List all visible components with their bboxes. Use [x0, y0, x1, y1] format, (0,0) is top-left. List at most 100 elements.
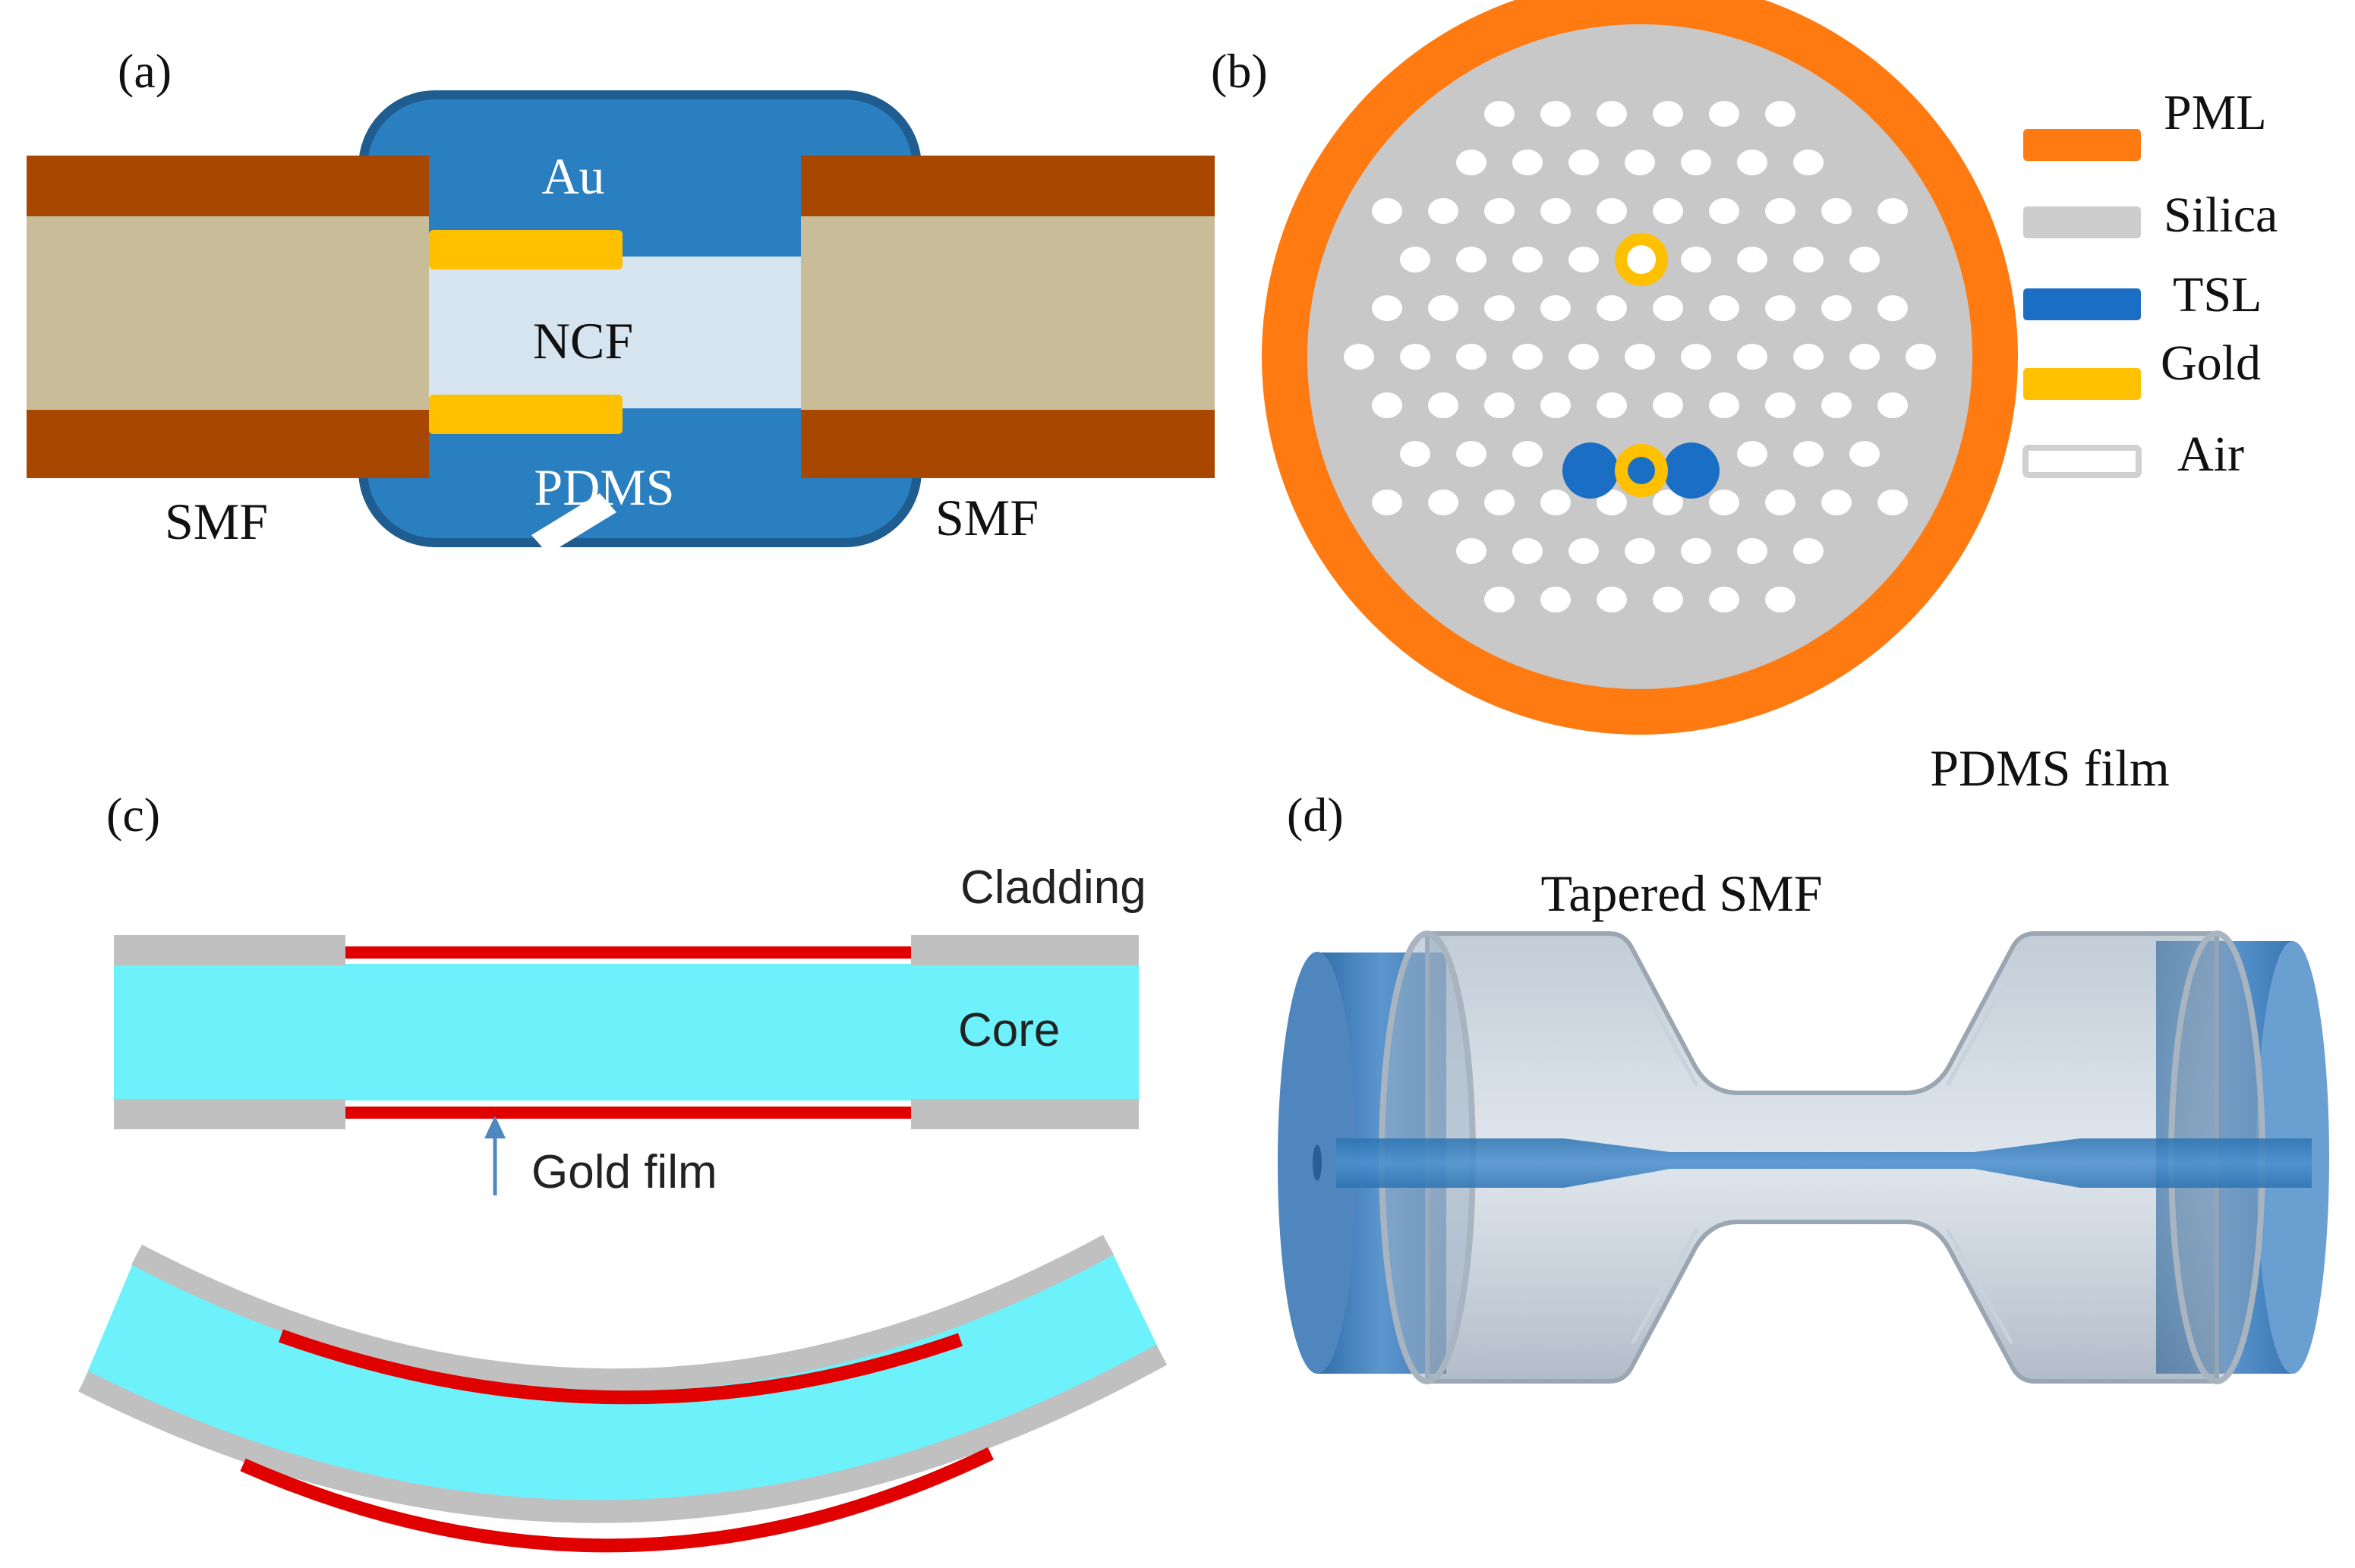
gold-film-top [345, 946, 911, 959]
air-hole [1737, 247, 1767, 272]
core-straight [114, 964, 1139, 1100]
air-hole [1709, 101, 1739, 127]
air-hole [1400, 344, 1430, 370]
air-hole [1456, 538, 1486, 564]
air-hole [1568, 538, 1599, 564]
legend: PML Silica TSL Gold Air [2022, 85, 2278, 482]
air-hole [1709, 392, 1739, 418]
air-hole [1737, 344, 1767, 370]
panel-b: (b) PML Silica TSL Gold Air [1211, 0, 2278, 735]
panel-d-label: (d) [1287, 788, 1344, 842]
air-hole [1765, 490, 1795, 515]
air-hole [1681, 538, 1711, 564]
air-hole [1653, 587, 1683, 612]
air-hole [1512, 247, 1543, 272]
smf-right [801, 156, 1215, 478]
air-hole [1456, 441, 1486, 467]
gold-layer-top [429, 230, 623, 269]
air-hole [1653, 295, 1683, 321]
gold-film-arrow [484, 1116, 506, 1195]
air-hole [1484, 198, 1515, 224]
air-hole [1877, 295, 1908, 321]
air-hole [1653, 198, 1683, 224]
air-hole [1400, 247, 1430, 272]
air-hole [1737, 441, 1767, 467]
air-hole [1344, 344, 1374, 370]
tapered-smf-label: Tapered SMF [1540, 864, 1822, 922]
air-hole [1709, 295, 1739, 321]
pdms-label: PDMS [534, 458, 674, 516]
bent-fiber [78, 1234, 1168, 1553]
air-hole [1765, 101, 1795, 127]
legend-label-silica: Silica [2164, 187, 2278, 243]
air-hole [1849, 247, 1880, 272]
gold-film-label: Gold film [531, 1146, 717, 1198]
air-hole [1849, 441, 1880, 467]
air-hole [1625, 538, 1655, 564]
legend-label-tsl: TSL [2173, 267, 2262, 323]
gold-film-bottom [345, 1107, 911, 1119]
air-hole [1456, 344, 1486, 370]
air-hole [1428, 198, 1458, 224]
air-hole [1821, 490, 1852, 515]
tsl-hole-right [1663, 442, 1720, 499]
air-hole [1512, 538, 1543, 564]
ncf-section [429, 257, 801, 408]
air-hole [1372, 198, 1402, 224]
au-label: Au [541, 147, 604, 205]
air-hole [1765, 392, 1795, 418]
legend-swatch-pml [2023, 129, 2141, 161]
air-hole [1681, 247, 1711, 272]
air-hole [1456, 247, 1486, 272]
air-hole [1540, 392, 1571, 418]
straight-fiber [114, 935, 1139, 1129]
air-hole [1821, 295, 1852, 321]
cladding-label: Cladding [960, 861, 1146, 914]
air-hole [1849, 344, 1880, 370]
air-hole [1625, 150, 1655, 175]
legend-label-air: Air [2177, 427, 2244, 482]
air-hole [1653, 101, 1683, 127]
air-hole [1877, 490, 1908, 515]
air-hole [1765, 295, 1795, 321]
air-hole [1793, 441, 1824, 467]
air-hole [1793, 344, 1824, 370]
smf-left-label: SMF [165, 493, 268, 550]
lower-core-structure [1562, 442, 1720, 499]
air-hole [1793, 247, 1824, 272]
air-hole [1681, 150, 1711, 175]
air-hole-array [1344, 101, 1936, 612]
air-hole [1568, 247, 1599, 272]
core-label: Core [958, 1004, 1060, 1056]
panel-b-label: (b) [1211, 44, 1268, 98]
air-hole [1653, 392, 1683, 418]
white-marker [531, 493, 616, 554]
air-hole [1765, 587, 1795, 612]
legend-label-gold: Gold [2161, 335, 2261, 391]
air-hole [1540, 198, 1571, 224]
core-bent [84, 1245, 1162, 1512]
air-hole [1512, 441, 1543, 467]
air-hole [1568, 344, 1599, 370]
legend-swatch-gold [2023, 368, 2141, 400]
air-hole [1456, 150, 1486, 175]
panel-a: (a) Au NCF PDMS SMF SMF [27, 44, 1215, 554]
legend-swatch-tsl [2023, 288, 2141, 320]
air-hole [1709, 198, 1739, 224]
panel-d: (d) PDMS film Tapered SMF [1278, 739, 2329, 1384]
air-hole [1512, 150, 1543, 175]
air-hole [1597, 392, 1627, 418]
air-hole [1372, 392, 1402, 418]
air-hole [1709, 587, 1739, 612]
air-hole [1597, 490, 1627, 515]
air-hole [1681, 344, 1711, 370]
air-hole [1484, 295, 1515, 321]
air-hole [1737, 538, 1767, 564]
air-hole [1597, 101, 1627, 127]
air-hole [1906, 344, 1936, 370]
tapered-fiber-core [1336, 1138, 2312, 1188]
air-hole [1372, 490, 1402, 515]
smf-left [27, 156, 429, 478]
air-hole [1428, 490, 1458, 515]
air-hole [1793, 150, 1824, 175]
